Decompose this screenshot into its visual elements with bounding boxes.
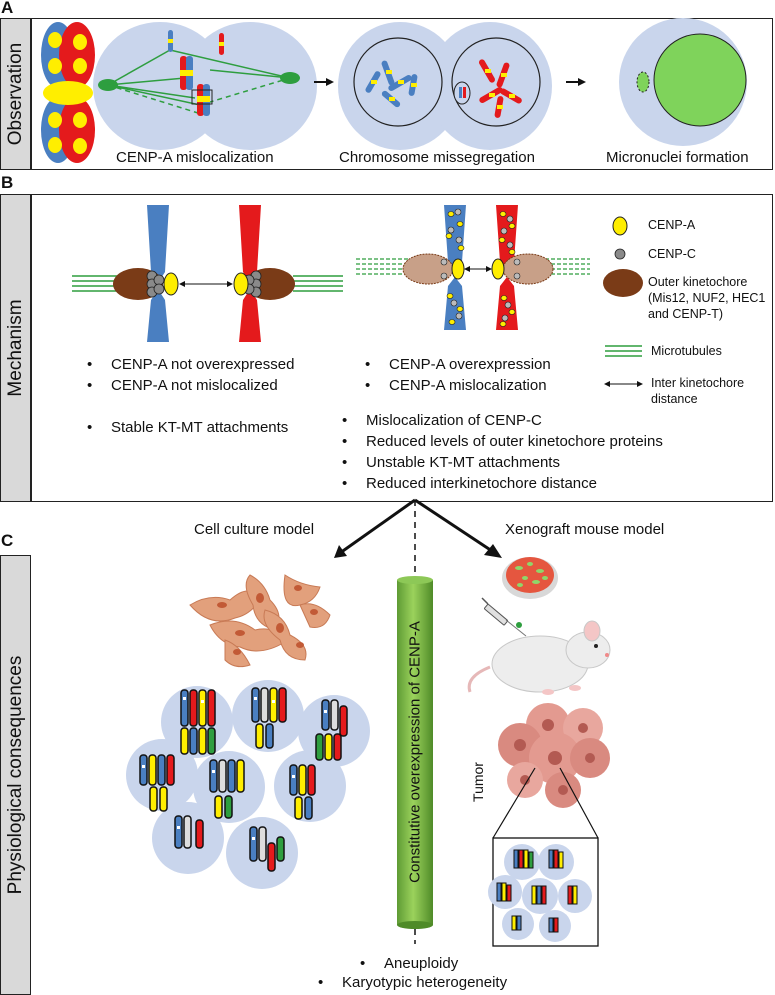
syringe — [481, 597, 527, 637]
label-xenograft-mouse-model: Xenograft mouse model — [505, 521, 665, 538]
right-bullet-1: CENP-A overexpression — [365, 356, 551, 373]
left-bullet-1: CENP-A not overexpressed — [87, 356, 294, 373]
right-bullet-2: CENP-A mislocalization — [365, 377, 546, 394]
right-extra-bullet-4: Reduced interkinetochore distance — [342, 475, 597, 492]
tumor-karyotype-inset — [488, 837, 599, 947]
karyotype-spread — [126, 680, 370, 889]
panel-b-frame — [31, 194, 773, 502]
panel-a-side-tab: Observation — [0, 18, 31, 170]
caption-chromosome-missegregation: Chromosome missegregation — [339, 149, 535, 166]
panel-c-side-tab: Physiological consequences — [0, 555, 31, 995]
mouse — [467, 620, 611, 695]
bar-label-constitutive-overexpression: Constitutive overexpression of CENP-A — [406, 621, 424, 883]
legend-cenp-c: CENP-C — [648, 247, 696, 261]
dividing-cell-missegregation — [338, 22, 552, 150]
legend-inter-kinetochore-2: distance — [651, 392, 698, 406]
caption-cenp-a-mislocalization: CENP-A mislocalization — [116, 149, 274, 166]
legend-microtubules: Microtubules — [651, 344, 722, 358]
legend-symbols — [603, 216, 643, 387]
legend-outer-kinetochore-1: Outer kinetochore — [648, 275, 748, 289]
bottom-bullet-karyotypic-heterogeneity: Karyotypic heterogeneity — [318, 974, 507, 991]
label-cell-culture-model: Cell culture model — [194, 521, 315, 538]
arrow-a1-head — [326, 78, 334, 86]
legend-inter-kinetochore-1: Inter kinetochore — [651, 376, 745, 390]
legend-cenp-a: CENP-A — [648, 218, 696, 232]
panel-a-frame — [31, 18, 773, 170]
arrow-to-xenograft — [484, 544, 502, 558]
overexpressed-kinetochore-pair — [356, 205, 590, 330]
right-extra-bullet-3: Unstable KT-MT attachments — [342, 454, 560, 471]
caption-micronuclei-formation: Micronuclei formation — [606, 149, 749, 166]
right-extra-bullet-2: Reduced levels of outer kinetochore prot… — [342, 433, 663, 450]
right-extra-bullet-1: Mislocalization of CENP-C — [342, 412, 542, 429]
constitutive-overexpression-bar — [397, 576, 433, 929]
left-bullet-2: CENP-A not mislocalized — [87, 377, 278, 394]
micronuclei-cell — [619, 18, 747, 146]
arrow-a2-head — [578, 78, 586, 86]
tumor-mass — [498, 703, 610, 808]
legend-outer-kinetochore-2: (Mis12, NUF2, HEC1 — [648, 291, 766, 305]
normal-kinetochore-pair — [72, 205, 343, 342]
bottom-bullet-aneuploidy: Aneuploidy — [360, 955, 458, 972]
arrow-to-cell-culture — [334, 545, 347, 558]
panel-c-letter: C — [1, 531, 14, 550]
metaphase-chromosome-pair — [41, 22, 95, 163]
petri-dish — [502, 557, 558, 599]
panel-a-letter: A — [1, 0, 14, 17]
legend-outer-kinetochore-3: and CENP-T) — [648, 307, 724, 321]
panel-b-letter: B — [1, 173, 14, 192]
panel-b-side-tab: Mechanism — [0, 194, 31, 502]
dividing-cell-mislocalization — [93, 22, 317, 150]
label-tumor: Tumor — [470, 762, 486, 802]
left-bullet-3: Stable KT-MT attachments — [87, 419, 288, 436]
cultured-cells — [189, 574, 331, 668]
